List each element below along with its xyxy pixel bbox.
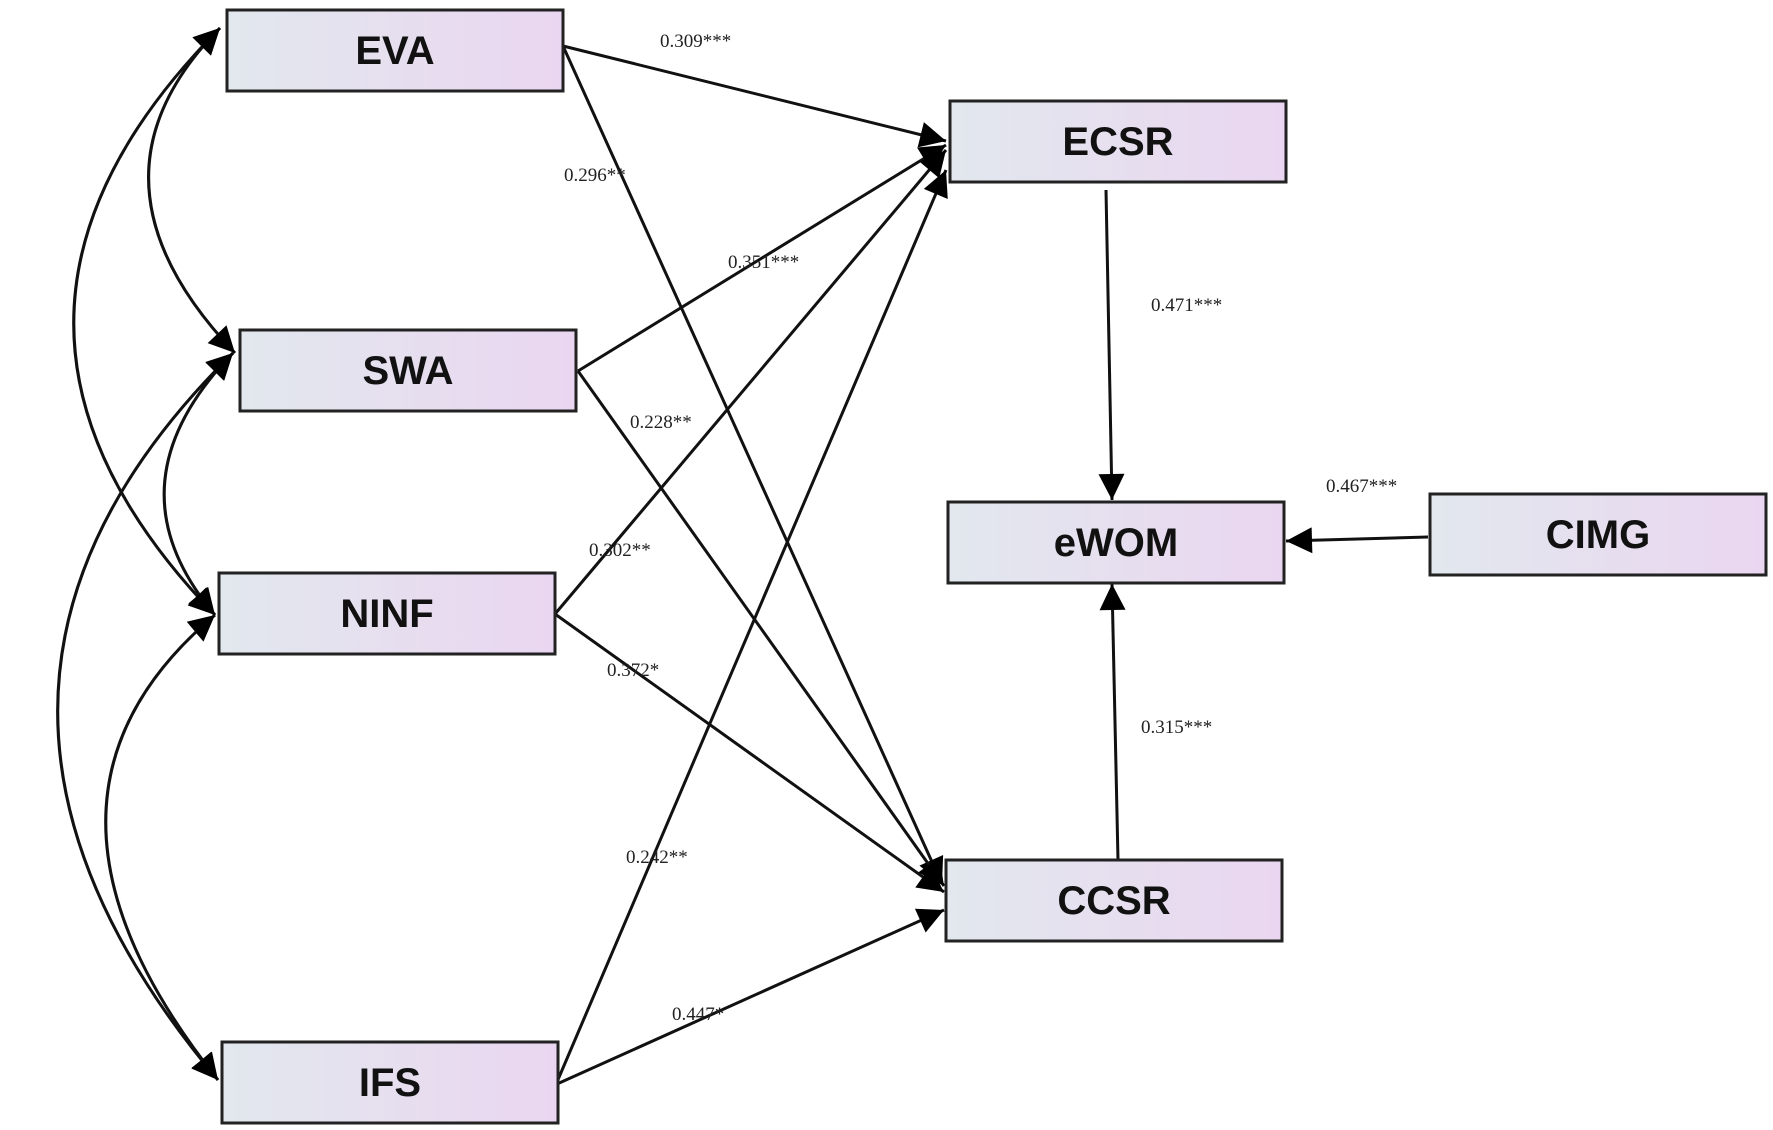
node-ccsr-label: CCSR bbox=[1057, 879, 1170, 923]
cov-eva-swa bbox=[147, 26, 237, 355]
path-eva-ecsr bbox=[562, 44, 947, 148]
structural-paths bbox=[553, 44, 1429, 1086]
coef-ninf-ccsr: 0.372* bbox=[607, 660, 659, 681]
path-ccsr-ewom bbox=[1099, 583, 1126, 861]
node-eva: EVA bbox=[225, 8, 565, 93]
path-ninf-ecsr bbox=[553, 149, 948, 615]
node-ifs-label: IFS bbox=[359, 1061, 421, 1105]
cov-ninf-ifs bbox=[104, 613, 220, 1081]
path-ninf-ccsr bbox=[554, 612, 945, 894]
covariance-arcs bbox=[56, 26, 237, 1081]
coef-eva-ecsr: 0.309*** bbox=[660, 31, 731, 52]
node-ninf-label: NINF bbox=[340, 592, 433, 636]
coef-ecsr-ewom: 0.471*** bbox=[1151, 295, 1222, 316]
coef-ccsr-ewom: 0.315*** bbox=[1141, 717, 1212, 738]
cov-eva-ninf bbox=[72, 26, 222, 617]
path-ifs-ccsr bbox=[556, 908, 945, 1086]
node-ewom: eWOM bbox=[946, 500, 1286, 585]
node-ifs: IFS bbox=[220, 1040, 560, 1125]
path-swa-ecsr bbox=[577, 143, 947, 373]
node-swa-label: SWA bbox=[362, 349, 453, 393]
node-ninf: NINF bbox=[217, 571, 557, 656]
path-coefficients: 0.309*** 0.296** 0.351*** 0.228** 0.302*… bbox=[564, 31, 1397, 1025]
coef-ifs-ecsr: 0.242** bbox=[626, 847, 688, 868]
coef-ifs-ccsr: 0.447* bbox=[672, 1004, 724, 1025]
node-ccsr: CCSR bbox=[944, 858, 1284, 943]
coef-swa-ecsr: 0.351*** bbox=[728, 252, 799, 273]
path-ecsr-ewom bbox=[1098, 189, 1125, 501]
coef-ninf-ecsr: 0.302** bbox=[589, 540, 651, 561]
path-cimg-ewom bbox=[1285, 527, 1429, 554]
path-eva-ccsr bbox=[561, 45, 944, 885]
node-ewom-label: eWOM bbox=[1054, 521, 1178, 565]
node-cimg: CIMG bbox=[1428, 492, 1768, 577]
node-ecsr: ECSR bbox=[948, 99, 1288, 184]
path-swa-ccsr bbox=[576, 370, 946, 887]
node-ecsr-label: ECSR bbox=[1062, 120, 1173, 164]
path-ifs-ecsr bbox=[555, 169, 948, 1083]
node-cimg-label: CIMG bbox=[1546, 513, 1650, 557]
coef-cimg-ewom: 0.467*** bbox=[1326, 476, 1397, 497]
cov-swa-ifs bbox=[56, 351, 235, 1081]
node-eva-label: EVA bbox=[355, 29, 434, 73]
node-swa: SWA bbox=[238, 328, 578, 413]
coef-swa-ccsr: 0.228** bbox=[630, 412, 692, 433]
coef-eva-ccsr: 0.296** bbox=[564, 165, 626, 186]
